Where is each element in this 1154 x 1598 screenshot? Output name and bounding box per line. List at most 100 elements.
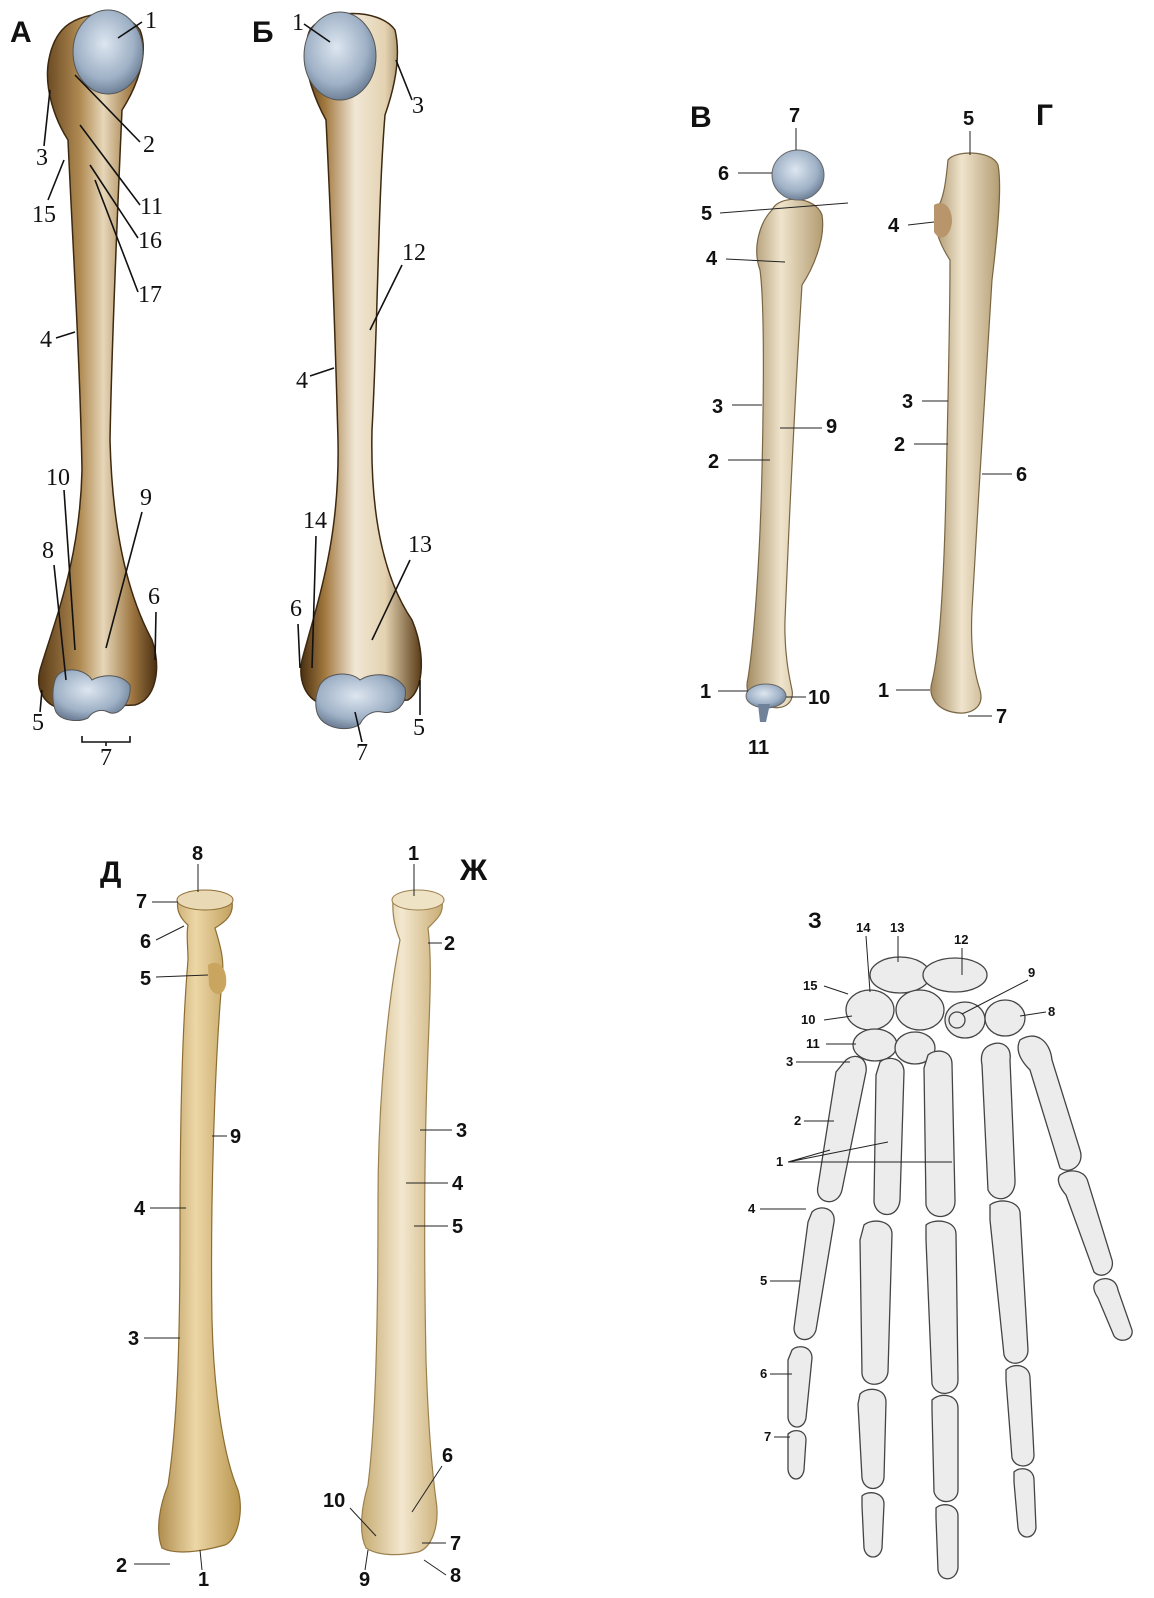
humerus-a-shape: [39, 14, 157, 708]
label-zh-2: 2: [444, 933, 455, 955]
middle-middle-phalanx: [932, 1395, 958, 1501]
index-proximal-phalanx: [990, 1201, 1028, 1363]
label-v-9: 9: [826, 416, 837, 438]
label-zh-6: 6: [442, 1445, 453, 1467]
label-zh-4: 4: [452, 1173, 464, 1195]
label-d-9: 9: [230, 1126, 241, 1148]
ulna-styloid: [758, 704, 770, 722]
panel-v-ulna: В 7 6 5 4 3 9 2 1 10 11: [690, 101, 848, 759]
panel-letter-v: В: [690, 101, 712, 134]
label-zh-7: 7: [450, 1533, 461, 1555]
label-zh-8: 8: [450, 1565, 461, 1587]
label-v-1: 1: [700, 681, 711, 703]
radius-d-shape: [159, 894, 241, 1552]
label-v-4: 4: [706, 248, 718, 270]
label-b-14: 14: [303, 508, 327, 534]
ring-proximal-phalanx: [860, 1221, 892, 1384]
label-zh-5: 5: [452, 1216, 463, 1238]
label-d-2: 2: [116, 1555, 127, 1577]
middle-metacarpal: [924, 1051, 955, 1216]
label-g-6: 6: [1016, 464, 1027, 486]
label-z-3: 3: [786, 1054, 793, 1069]
little-distal-phalanx: [788, 1431, 806, 1479]
label-a-1: 1: [145, 8, 157, 34]
label-zh-10: 10: [323, 1490, 345, 1512]
label-z-11: 11: [806, 1036, 820, 1051]
label-z-1: 1: [776, 1154, 783, 1169]
label-d-6: 6: [140, 931, 151, 953]
panel-z-hand: З 14 13 12 15 9 10 8 11 3 2 1 4 5: [748, 908, 1132, 1579]
ulna-head-cartilage: [772, 150, 824, 200]
label-z-15: 15: [803, 978, 817, 993]
panel-letter-g: Г: [1036, 99, 1053, 132]
humerus-b-trochlea: [316, 674, 406, 729]
label-a-7: 7: [100, 745, 112, 771]
label-b-7: 7: [356, 740, 368, 766]
index-metacarpal: [981, 1043, 1015, 1199]
humerus-b-shape: [301, 14, 421, 706]
label-a-4: 4: [40, 327, 52, 353]
panel-a-humerus-anterior: А 1 2 3 15 11 16 17 4 10 9 8 6 5: [10, 8, 163, 771]
panel-letter-a: А: [10, 16, 32, 49]
label-g-5: 5: [963, 108, 974, 130]
label-v-11: 11: [748, 737, 769, 759]
label-b-12: 12: [402, 240, 426, 266]
label-a-2: 2: [143, 132, 155, 158]
label-g-1: 1: [878, 680, 889, 702]
radius-zh-shape: [362, 894, 443, 1554]
carpal-bone: [853, 1029, 897, 1061]
radius-zh-head: [392, 890, 444, 910]
label-d-4: 4: [134, 1198, 146, 1220]
radius-d-head: [177, 890, 233, 910]
carpal-bone: [985, 1000, 1025, 1036]
label-d-1: 1: [198, 1569, 209, 1591]
label-zh-1: 1: [408, 843, 419, 865]
label-a-17: 17: [138, 282, 162, 308]
label-b-5: 5: [413, 715, 425, 741]
middle-distal-phalanx: [936, 1505, 958, 1579]
thumb-metacarpal: [1018, 1036, 1081, 1170]
label-d-7: 7: [136, 891, 147, 913]
label-g-3: 3: [902, 391, 913, 413]
label-b-6: 6: [290, 596, 302, 622]
label-a-9: 9: [140, 485, 152, 511]
label-zh-9: 9: [359, 1569, 370, 1591]
label-z-4: 4: [748, 1201, 756, 1216]
label-z-10: 10: [801, 1012, 815, 1027]
label-a-11: 11: [140, 194, 163, 220]
label-d-5: 5: [140, 968, 151, 990]
label-z-13: 13: [890, 920, 904, 935]
label-z-2: 2: [794, 1113, 801, 1128]
panel-letter-d: Д: [100, 856, 121, 889]
label-b-1: 1: [292, 10, 304, 36]
little-middle-phalanx: [788, 1347, 812, 1427]
label-d-3: 3: [128, 1328, 139, 1350]
panel-g-ulna-lateral: Г 5 4 3 2 6 1 7: [878, 99, 1053, 728]
label-z-12: 12: [954, 932, 968, 947]
label-a-10: 10: [46, 465, 70, 491]
label-z-5: 5: [760, 1273, 767, 1288]
middle-proximal-phalanx: [926, 1221, 958, 1393]
panel-zh-radius-posterior: Ж 1 2 3 4 5 10 6 7 9 8: [323, 843, 488, 1591]
index-middle-phalanx: [1006, 1366, 1034, 1466]
label-v-3: 3: [712, 396, 723, 418]
label-a-3: 3: [36, 145, 48, 171]
label-b-4: 4: [296, 368, 308, 394]
label-d-8: 8: [192, 843, 203, 865]
hand-bones: [788, 957, 1132, 1579]
label-g-7: 7: [996, 706, 1007, 728]
thumb-distal-phalanx: [1094, 1279, 1132, 1341]
label-g-4: 4: [888, 215, 900, 237]
label-z-9: 9: [1028, 965, 1035, 980]
panel-letter-b: Б: [252, 16, 274, 49]
panel-letter-zh: Ж: [459, 854, 488, 887]
panel-b-humerus-posterior: Б 1 3 12 4 14 13 6 5 7: [252, 10, 432, 766]
label-b-13: 13: [408, 532, 432, 558]
label-z-7: 7: [764, 1429, 771, 1444]
carpal-bone: [870, 957, 930, 993]
label-z-6: 6: [760, 1366, 767, 1381]
ring-middle-phalanx: [858, 1389, 886, 1488]
label-v-6: 6: [718, 163, 729, 185]
label-a-5: 5: [32, 710, 44, 736]
